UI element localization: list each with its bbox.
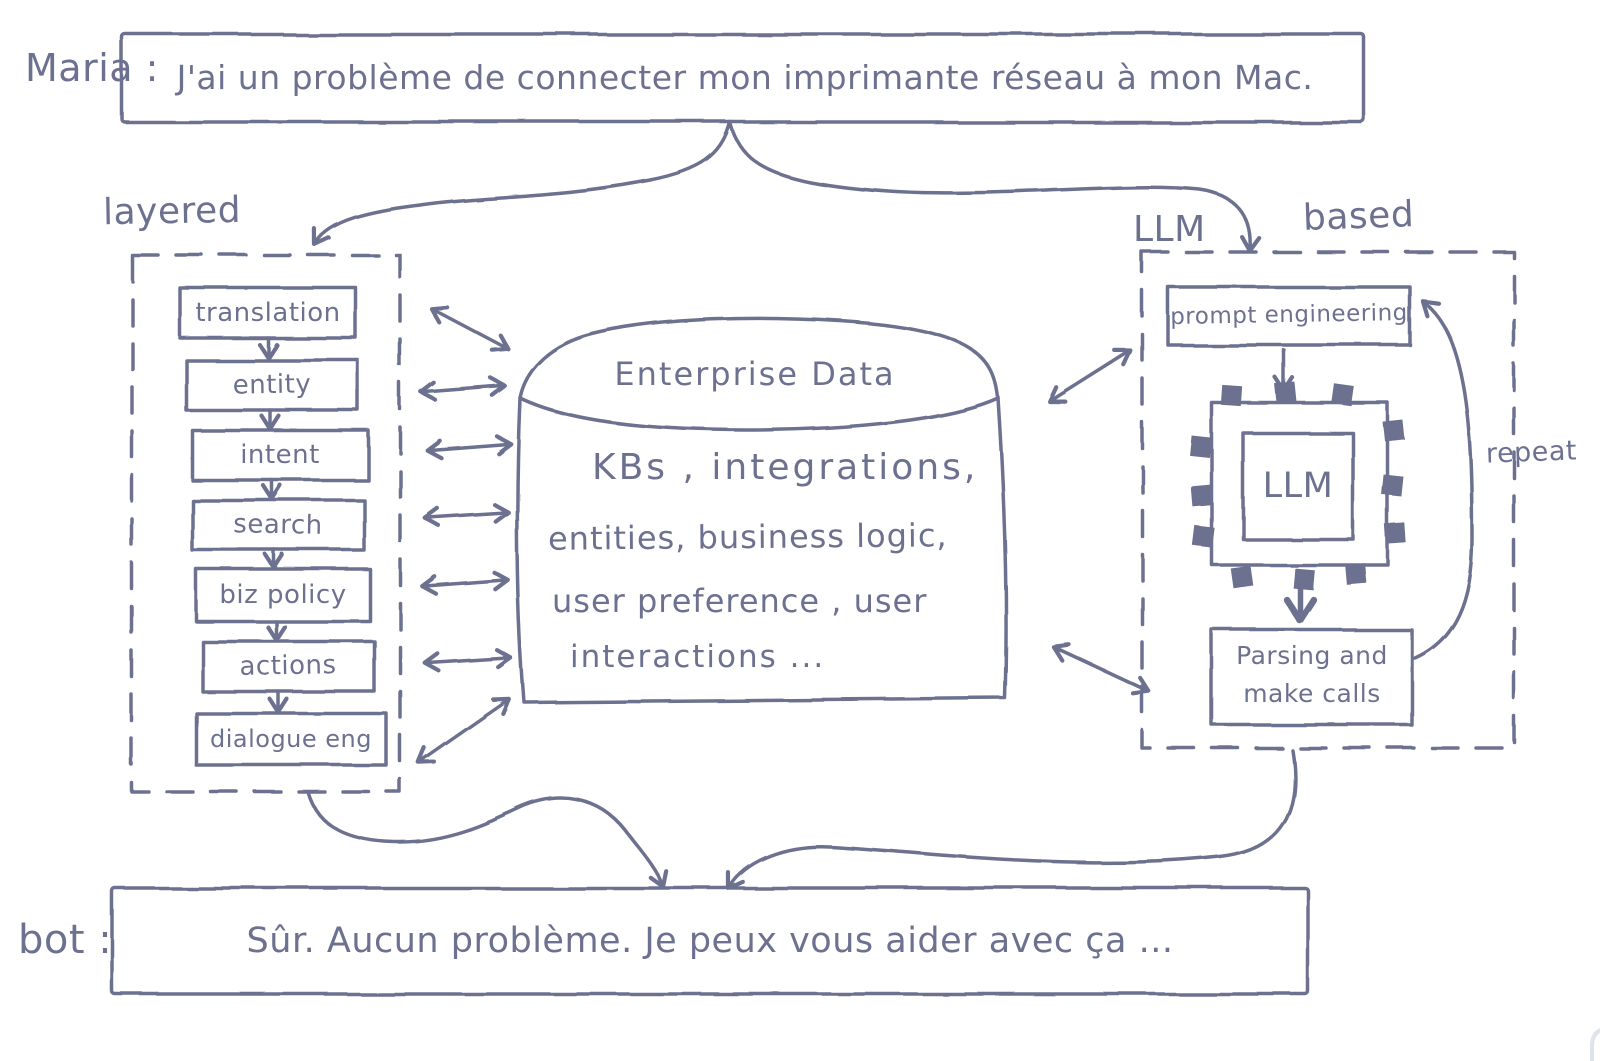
chip-pin — [1293, 568, 1315, 590]
prompt-engineering-box — [1166, 285, 1412, 347]
stage-translation: translation — [195, 297, 341, 328]
chip-pin — [1345, 563, 1367, 585]
chip-pin — [1221, 385, 1243, 407]
enterprise-data-lid — [518, 316, 1000, 432]
chip-pin — [1230, 565, 1254, 589]
chip-pin — [1190, 436, 1212, 458]
enterprise-data-line-4: interactions ... — [570, 639, 826, 675]
llm-chip-inner-outline — [1241, 431, 1355, 541]
bot-message: Sûr. Aucun problème. Je peux vous aider … — [246, 920, 1174, 961]
chip-pin — [1275, 382, 1297, 404]
llm-container-outline — [1140, 250, 1516, 750]
enterprise-data-body — [515, 396, 1008, 704]
prompt-engineering-label: prompt engineering — [1169, 300, 1408, 331]
chip-pin — [1383, 420, 1405, 442]
user-message: J'ai un problème de connecter mon imprim… — [176, 57, 1314, 97]
layered-to-bot-arrow — [306, 790, 669, 889]
parsing-label-line-2: make calls — [1243, 679, 1381, 709]
chip-pin — [1382, 475, 1404, 497]
llm-chip-label: LLM — [1262, 465, 1334, 506]
enterprise-data-line-3: user preference , user — [552, 582, 928, 620]
stage-entity: entity — [232, 369, 312, 401]
enterprise-data-title: Enterprise Data — [614, 355, 896, 394]
exchange-arrow-left-5 — [420, 570, 510, 596]
stage-dialogue-eng: dialogue eng — [209, 724, 372, 753]
exchange-arrow-right-bottom — [1051, 642, 1151, 696]
llm-label-prefix: LLM — [1133, 209, 1206, 250]
enterprise-data-line-1: KBs , integrations, — [592, 447, 979, 488]
llm-label-suffix: based — [1302, 194, 1415, 239]
exchange-arrow-left-2 — [419, 376, 507, 402]
repeat-loop-arrow — [1413, 299, 1474, 660]
chip-pin — [1331, 383, 1355, 407]
stage-search: search — [233, 508, 323, 541]
stage-actions: actions — [239, 649, 337, 682]
arrow-to-llm-based — [728, 120, 1262, 253]
chip-pin — [1191, 485, 1213, 507]
chip-pin — [1192, 525, 1216, 549]
user-message-box — [120, 32, 1366, 124]
exchange-arrow-right-top — [1047, 348, 1133, 404]
bot-message-box — [110, 886, 1310, 996]
corner-artifact — [1590, 1028, 1600, 1061]
exchange-arrow-left-4 — [423, 503, 511, 528]
stage-biz-policy: biz policy — [219, 579, 347, 610]
parsing-label-line-1: Parsing and — [1236, 641, 1388, 671]
llm-to-bot-arrow — [726, 748, 1297, 891]
llm-chip-pins — [1190, 382, 1407, 590]
layered-container-outline — [130, 253, 402, 794]
exchange-arrow-left-7 — [415, 696, 511, 764]
stage-intent: intent — [240, 439, 320, 470]
stage-box-entity — [184, 358, 360, 412]
parsing-box — [1210, 628, 1414, 727]
enterprise-data-line-2: entities, business logic, — [547, 516, 948, 558]
stage-box-actions — [200, 639, 376, 693]
stage-box-dialogue-eng — [194, 711, 388, 767]
user-label: Maria : — [25, 46, 159, 90]
layered-label: layered — [102, 189, 242, 234]
exchange-arrow-left-3 — [425, 434, 513, 460]
exchange-arrow-left-1 — [429, 305, 511, 353]
chip-pin — [1385, 523, 1407, 545]
exchange-arrow-left-6 — [423, 648, 513, 673]
bot-label: bot : — [18, 917, 113, 963]
arrow-to-layered — [312, 120, 732, 247]
repeat-label: repeat — [1485, 435, 1578, 470]
